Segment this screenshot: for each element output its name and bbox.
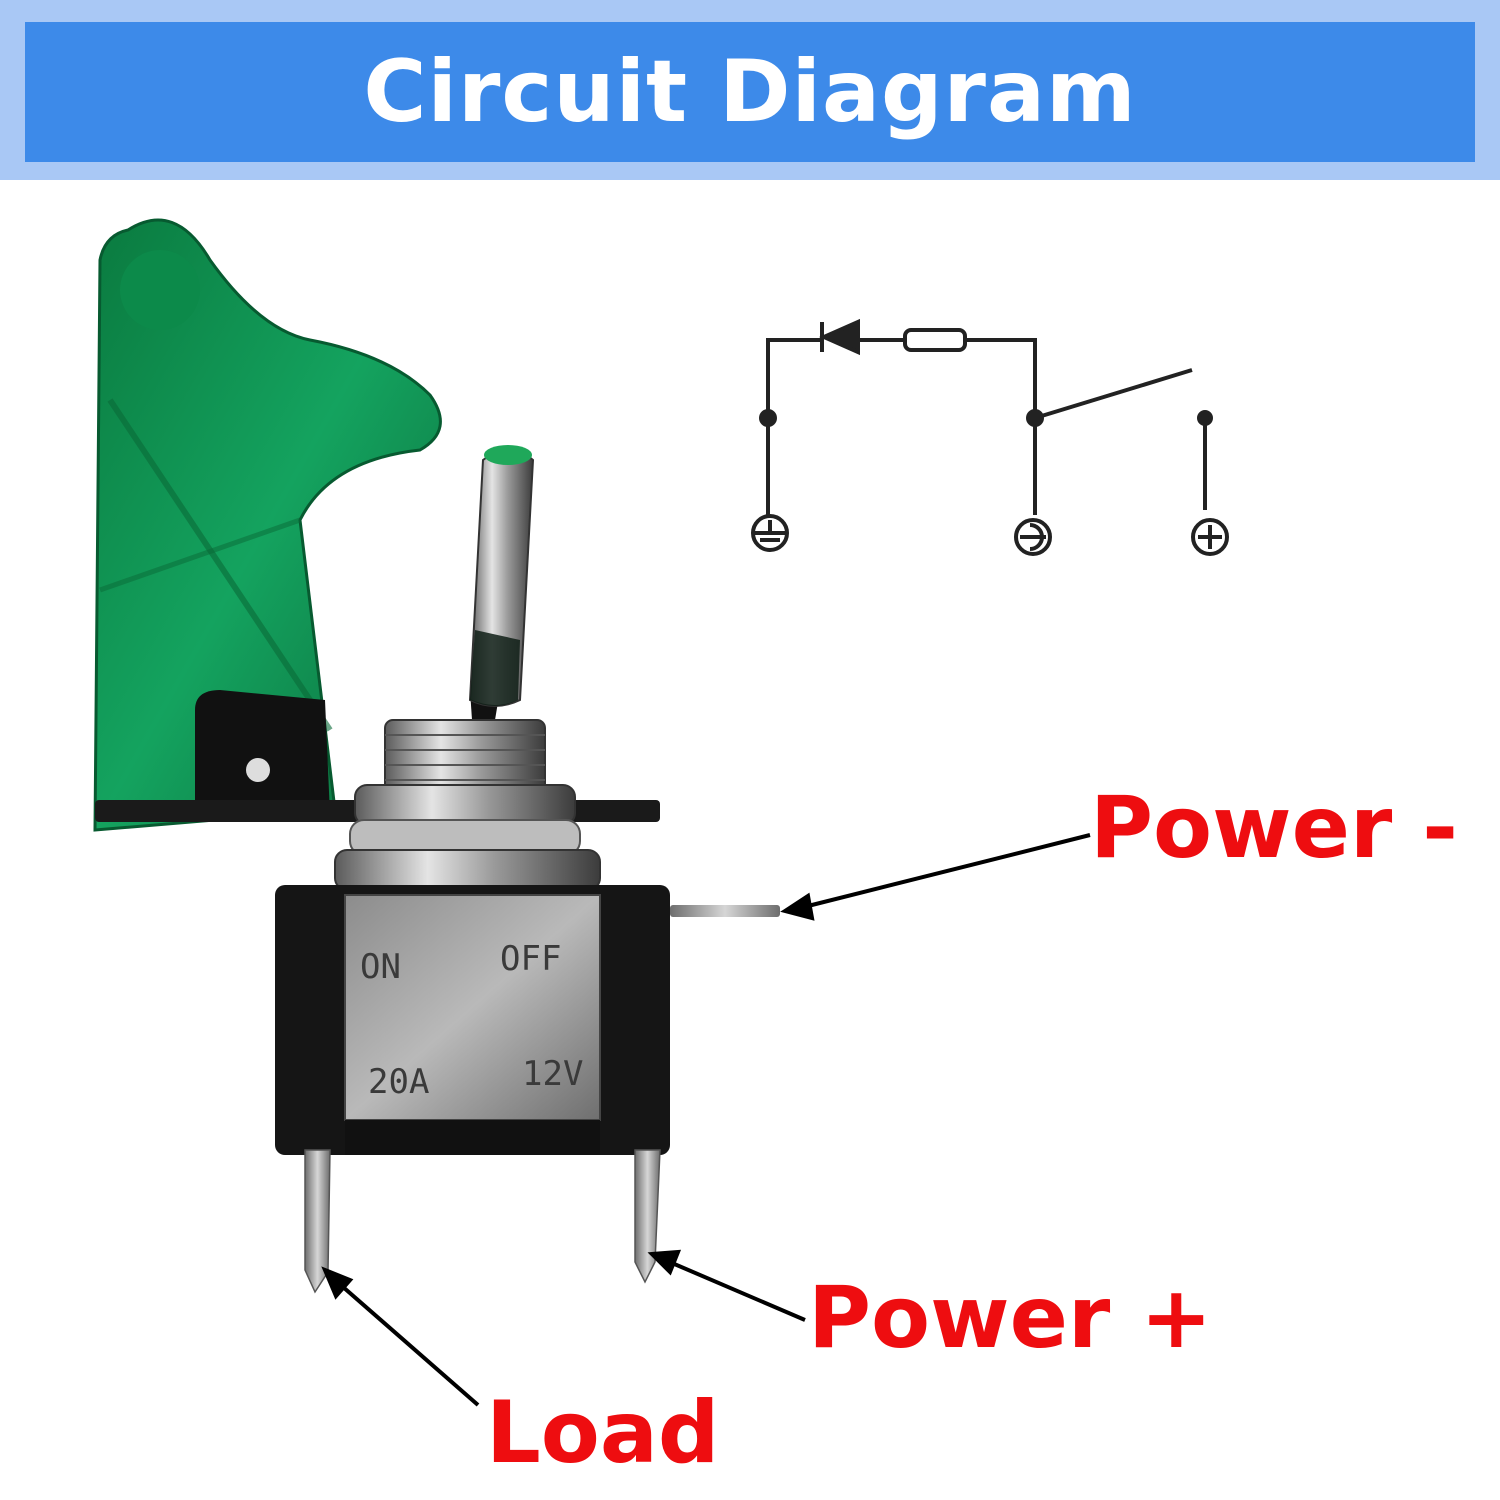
circuit-schematic — [751, 318, 1229, 556]
pointer-arrows — [321, 833, 1091, 1407]
header-banner-inner: Circuit Diagram — [25, 22, 1475, 162]
ground-terminal-icon — [751, 514, 789, 552]
label-load: Load — [486, 1383, 720, 1483]
label-power-negative: Power - — [1090, 778, 1458, 878]
safety-cover — [93, 218, 442, 832]
led-diode-icon — [819, 318, 860, 356]
switch-lever-line — [1034, 368, 1193, 420]
arrow-power-positive — [664, 1258, 806, 1322]
terminal-pins — [304, 905, 780, 1294]
threaded-bushing — [334, 719, 601, 891]
current-rating-stamp: 20A — [368, 1062, 429, 1102]
page-title: Circuit Diagram — [363, 42, 1137, 142]
switch-housing: ON OFF 20A 12V — [275, 885, 670, 1155]
arrow-load — [333, 1278, 480, 1407]
voltage-rating-stamp: 12V — [522, 1054, 583, 1094]
off-stamp: OFF — [500, 939, 561, 979]
load-pin — [304, 1149, 331, 1294]
accessory-terminal-icon — [1014, 518, 1052, 556]
positive-terminal-icon — [1191, 518, 1229, 556]
on-stamp: ON — [360, 947, 401, 987]
power-negative-pin — [670, 905, 780, 917]
arrow-power-negative — [799, 833, 1091, 910]
power-positive-pin — [634, 1149, 661, 1284]
label-power-positive: Power + — [808, 1268, 1213, 1368]
header-banner: Circuit Diagram — [0, 0, 1500, 180]
toggle-lever — [468, 445, 535, 720]
resistor-icon — [903, 328, 967, 352]
